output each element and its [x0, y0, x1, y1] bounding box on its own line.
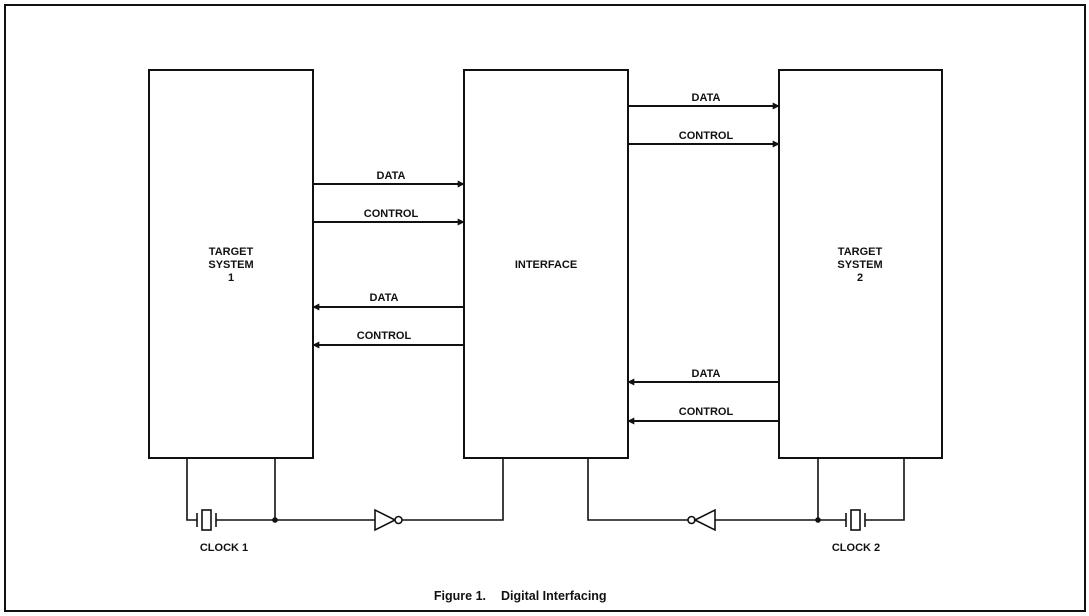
- target-system-2-label-line3: 2: [857, 272, 863, 284]
- clock-1-junction-dot: [272, 517, 278, 523]
- clock-2-label: CLOCK 2: [832, 542, 880, 554]
- target-system-1-label-line2: SYSTEM: [208, 259, 253, 271]
- interface-to-t2-control-label: CONTROL: [679, 130, 734, 142]
- target-system-2-block: [778, 69, 943, 459]
- figure-frame: [4, 4, 1086, 612]
- clock-2-junction-dot: [815, 517, 821, 523]
- target-system-1-label-line3: 1: [228, 272, 234, 284]
- interface-block: [463, 69, 629, 459]
- target-system-2-label-line1: TARGET: [838, 246, 883, 258]
- interface-to-t1-data-label: DATA: [370, 292, 399, 304]
- clock-1-circuit: [186, 458, 504, 532]
- inverter-1-icon: [374, 508, 397, 532]
- clock-2-circuit: [587, 458, 905, 532]
- target-system-2-label-line2: SYSTEM: [837, 259, 882, 271]
- t1-to-interface-control-label: CONTROL: [364, 208, 419, 220]
- target-system-1-block: [148, 69, 314, 459]
- clock-1-label: CLOCK 1: [200, 542, 248, 554]
- t1-to-interface-data-label: DATA: [377, 170, 406, 182]
- interface-to-t1-control-label: CONTROL: [357, 330, 412, 342]
- t2-to-interface-control-label: CONTROL: [679, 406, 734, 418]
- figure-title: Digital Interfacing: [501, 589, 607, 603]
- t2-to-interface-data-label: DATA: [692, 368, 721, 380]
- interface-to-t2-data-label: DATA: [692, 92, 721, 104]
- crystal-2-icon: [850, 509, 861, 531]
- figure-number: Figure 1.: [434, 589, 486, 603]
- crystal-1-icon: [201, 509, 212, 531]
- target-system-1-label-line1: TARGET: [209, 246, 254, 258]
- inverter-2-icon: [693, 508, 716, 532]
- interface-label: INTERFACE: [515, 259, 577, 271]
